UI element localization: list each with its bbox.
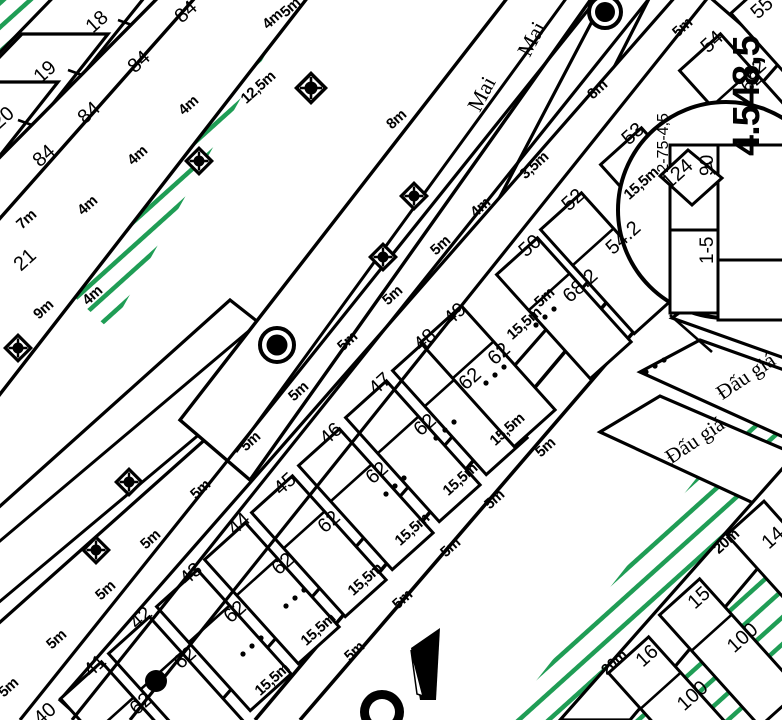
- road-8m-inner: [234, 0, 567, 453]
- callout-7-shape: [657, 148, 725, 208]
- parcel-boxes-southeast: [606, 499, 782, 720]
- parcel-row-boundary: [18, 0, 709, 720]
- dim-tick-dots: [240, 306, 667, 657]
- road-9m: [0, 0, 308, 397]
- north-arrow-marker: [410, 628, 440, 700]
- auction-polygon-3: [596, 394, 782, 519]
- bottom-label-shape: [360, 690, 404, 720]
- survey-monuments: [3, 71, 429, 565]
- control-point-markers: [145, 0, 623, 692]
- circle-leader-line: [669, 314, 713, 353]
- auction-polygon-2: [636, 338, 782, 439]
